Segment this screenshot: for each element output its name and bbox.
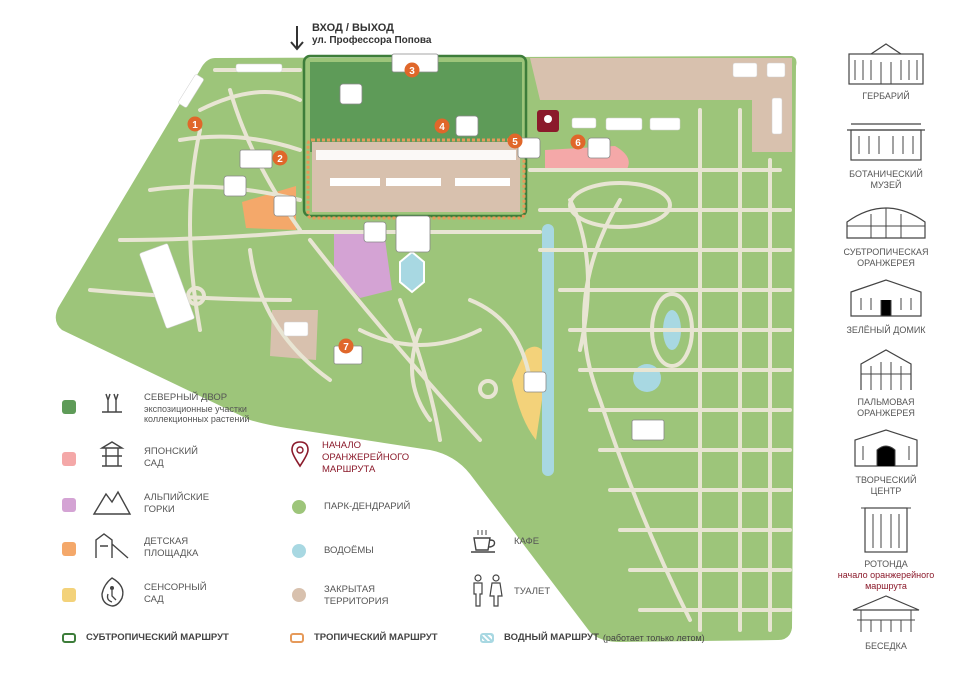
legend-water: ВОДОЁМЫ <box>292 544 374 558</box>
building-3: СУБТРОПИЧЕСКАЯ ОРАНЖЕРЕЯ <box>826 198 946 269</box>
map-marker-6[interactable]: 6 <box>570 134 586 150</box>
map-marker-3[interactable]: 3 <box>404 62 420 78</box>
location-pin-icon <box>291 441 309 468</box>
entrance-street: ул. Профессора Попова <box>312 35 432 46</box>
svg-text:2: 2 <box>277 154 283 165</box>
buildings-legend: ГЕРБАРИЙ БОТАНИЧЕСКИЙ МУЗЕЙ СУБТРОПИЧЕСКАЯ… <box>826 40 946 660</box>
gazebo-icon <box>852 595 920 632</box>
kids-swatch <box>62 542 76 556</box>
svg-text:7: 7 <box>343 342 349 353</box>
tropical-route-label: ТРОПИЧЕСКИЙ МАРШРУТ <box>314 632 438 643</box>
entrance-title: ВХОД / ВЫХОД <box>312 22 395 34</box>
map-marker-7[interactable]: 7 <box>338 338 354 354</box>
mountain-icon <box>92 490 132 515</box>
subtropical-route-swatch <box>62 632 76 643</box>
svg-text:4: 4 <box>439 122 445 133</box>
palm-greenhouse-icon <box>860 349 912 390</box>
green-house-icon <box>850 279 922 317</box>
water-route-swatch <box>480 632 494 643</box>
creative-center-icon <box>854 429 918 467</box>
alpine-swatch <box>62 498 76 512</box>
water-swatch <box>292 544 306 558</box>
building-6: ТВОРЧЕСКИЙ ЦЕНТР <box>826 426 946 497</box>
coffee-cup-icon <box>471 530 496 553</box>
map-marker-4[interactable]: 4 <box>434 118 450 134</box>
legend-toilet: ТУАЛЕТ <box>470 574 550 608</box>
alpine-hills-area <box>334 232 392 298</box>
kids-title: ДЕТСКАЯ ПЛОЩАДКА <box>144 536 199 559</box>
museum-building-icon <box>847 123 925 161</box>
building-name: ПАЛЬМОВАЯ ОРАНЖЕРЕЯ <box>857 397 915 418</box>
herbarium-building-icon <box>848 43 924 85</box>
park-swatch <box>292 500 306 514</box>
rotunda-icon <box>861 507 911 553</box>
toilet-icon <box>473 574 503 607</box>
start-title: НАЧАЛО ОРАНЖЕРЕЙНОГО МАРШРУТА <box>322 440 410 475</box>
playground-icon <box>95 533 129 559</box>
legend-cafe: КАФЕ <box>468 528 539 554</box>
pagoda-icon <box>99 441 125 467</box>
route-subtropical: СУБТРОПИЧЕСКИЙ МАРШРУТ <box>62 632 229 643</box>
svg-text:5: 5 <box>512 137 518 148</box>
svg-text:1: 1 <box>192 120 198 131</box>
water-route-note: (работает только летом) <box>602 632 705 643</box>
legend-alpine: АЛЬПИЙСКИЕ ГОРКИ <box>62 490 224 516</box>
map-marker-2[interactable]: 2 <box>272 150 288 166</box>
closed-territory-top <box>530 58 630 100</box>
route-tropical: ТРОПИЧЕСКИЙ МАРШРУТ <box>290 632 438 643</box>
building-8: БЕСЕДКА <box>826 592 946 652</box>
route-water: ВОДНЫЙ МАРШРУТ (работает только летом) <box>480 632 705 643</box>
north-yard-title: СЕВЕРНЫЙ ДВОР <box>144 392 228 403</box>
building-name: БЕСЕДКА <box>865 641 907 651</box>
subtropical-greenhouse-icon <box>846 207 926 239</box>
park-title: ПАРК-ДЕНДРАРИЙ <box>324 501 411 512</box>
water-route-label: ВОДНЫЙ МАРШРУТ <box>504 632 599 643</box>
building-name: СУБТРОПИЧЕСКАЯ ОРАНЖЕРЕЯ <box>843 247 929 268</box>
building-name: ТВОРЧЕСКИЙ ЦЕНТР <box>855 475 917 496</box>
legend-park: ПАРК-ДЕНДРАРИЙ <box>292 500 410 514</box>
sensory-swatch <box>62 588 76 602</box>
building-name: РОТОНДА <box>864 559 908 569</box>
building-1: ГЕРБАРИЙ <box>826 42 946 102</box>
legend-sensory: СЕНСОРНЫЙ САД <box>62 577 224 607</box>
north-yard-area <box>310 62 522 152</box>
tulip-icon <box>102 393 122 413</box>
north-yard-swatch <box>62 400 76 414</box>
legend-closed: ЗАКРЫТАЯ ТЕРРИТОРИЯ <box>292 584 424 608</box>
closed-title: ЗАКРЫТАЯ ТЕРРИТОРИЯ <box>324 584 389 607</box>
legend-japanese: ЯПОНСКИЙ САД <box>62 441 214 470</box>
building-note: начало оранжерейного маршрута <box>837 570 935 591</box>
legend-north-yard: СЕВЕРНЫЙ ДВОР экспозиционные участки кол… <box>62 392 274 424</box>
building-4: ЗЕЛЁНЫЙ ДОМИК <box>826 276 946 336</box>
subtropical-route-label: СУБТРОПИЧЕСКИЙ МАРШРУТ <box>86 632 229 643</box>
legend-start: НАЧАЛО ОРАНЖЕРЕЙНОГО МАРШРУТА <box>290 440 422 476</box>
japanese-swatch <box>62 452 76 466</box>
building-name: ГЕРБАРИЙ <box>862 91 910 101</box>
park-dendrarium-area <box>55 56 797 642</box>
closed-territory-right <box>630 58 792 152</box>
accessibility-icon <box>101 577 124 607</box>
building-name: ЗЕЛЁНЫЙ ДОМИК <box>846 325 926 335</box>
cafe-title: КАФЕ <box>514 536 540 547</box>
water-title: ВОДОЁМЫ <box>324 545 374 556</box>
svg-text:6: 6 <box>575 138 581 149</box>
building-2: БОТАНИЧЕСКИЙ МУЗЕЙ <box>826 120 946 191</box>
sensory-title: СЕНСОРНЫЙ САД <box>144 582 207 605</box>
sensory-garden-area <box>512 346 548 440</box>
svg-text:3: 3 <box>409 66 415 77</box>
toilet-title: ТУАЛЕТ <box>514 586 551 597</box>
tropical-route-swatch <box>290 632 304 643</box>
arrow-down-icon <box>290 26 304 51</box>
japanese-title: ЯПОНСКИЙ САД <box>144 446 198 469</box>
building-name: БОТАНИЧЕСКИЙ МУЗЕЙ <box>849 169 923 190</box>
alpine-title: АЛЬПИЙСКИЕ ГОРКИ <box>144 492 210 515</box>
legend-kids: ДЕТСКАЯ ПЛОЩАДКА <box>62 533 234 560</box>
map-marker-1[interactable]: 1 <box>187 116 203 132</box>
building-5: ПАЛЬМОВАЯ ОРАНЖЕРЕЯ <box>826 348 946 419</box>
north-yard-subtitle: экспозиционные участки коллекционных рас… <box>144 404 250 424</box>
map-marker-5[interactable]: 5 <box>507 133 523 149</box>
closed-swatch <box>292 588 306 602</box>
